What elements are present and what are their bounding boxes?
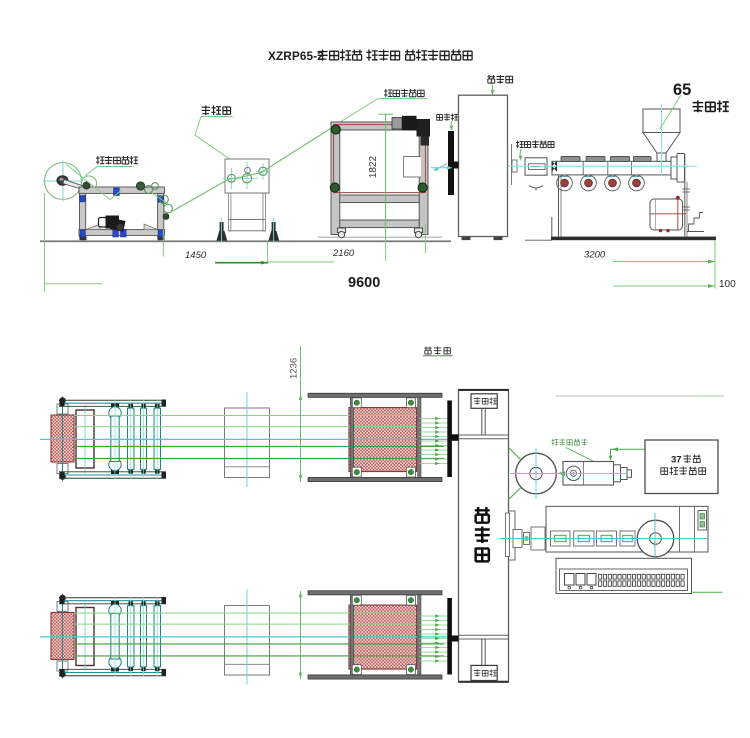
svg-text:1822: 1822 xyxy=(368,155,379,178)
svg-text:100: 100 xyxy=(719,279,736,290)
svg-text:65: 65 xyxy=(673,81,691,99)
svg-text:1450: 1450 xyxy=(185,250,207,261)
svg-text:XZRP65-2: XZRP65-2 xyxy=(268,49,324,63)
svg-text:3200: 3200 xyxy=(584,250,606,261)
svg-text:9600: 9600 xyxy=(348,275,380,291)
svg-text:2160: 2160 xyxy=(332,248,355,259)
svg-text:1236: 1236 xyxy=(289,358,300,379)
svg-text:37: 37 xyxy=(671,455,682,466)
